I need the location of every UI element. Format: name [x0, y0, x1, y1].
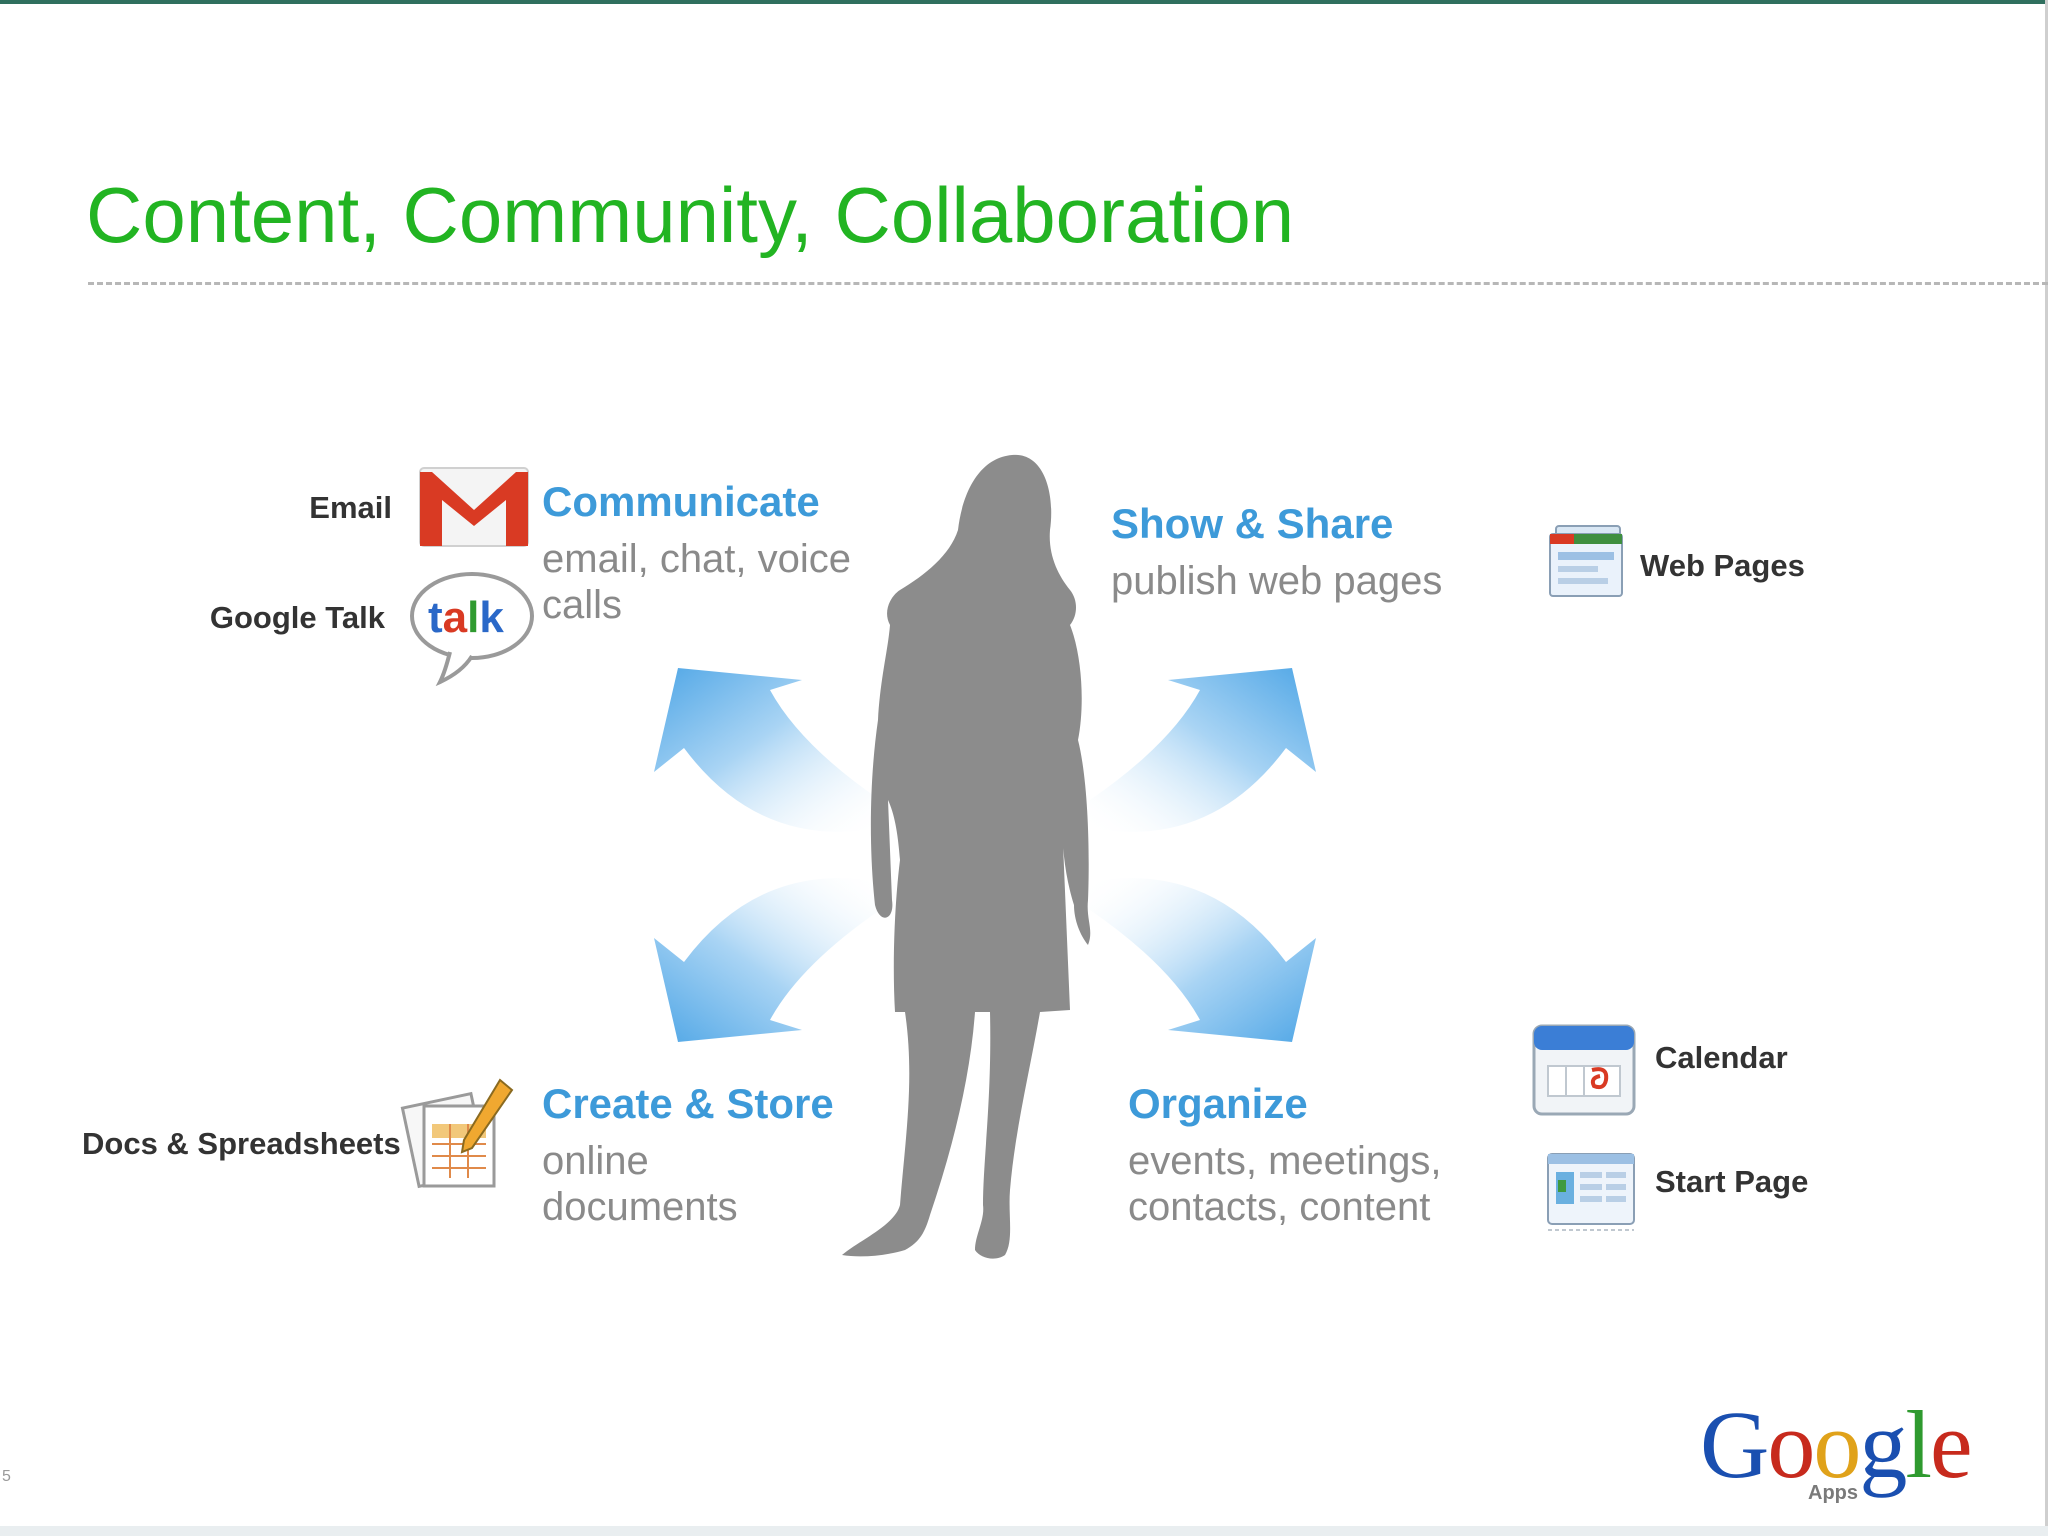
arrow-down-right: [1090, 878, 1316, 1042]
organize-heading: Organize: [1128, 1080, 1308, 1127]
google-apps-logo: Google: [1700, 1391, 1973, 1498]
docs-spreadsheets-icon: [400, 1078, 514, 1189]
organize-desc-line2: contacts, content: [1128, 1185, 1431, 1229]
communicate-heading: Communicate: [542, 478, 820, 525]
woman-silhouette-icon: [842, 454, 1091, 1259]
web-pages-label: Web Pages: [1640, 548, 1805, 583]
create-store-desc-line1: online: [542, 1139, 649, 1183]
arrow-up-right: [1090, 668, 1316, 832]
top-accent-bar: [0, 0, 2048, 4]
logo-letter-l: l: [1905, 1391, 1932, 1498]
slide-title: Content, Community, Collaboration: [86, 171, 1295, 259]
start-page-label: Start Page: [1655, 1164, 1809, 1199]
logo-letter-g2: g: [1859, 1391, 1907, 1498]
google-talk-icon: talk: [410, 572, 534, 687]
logo-letter-g: G: [1700, 1391, 1769, 1498]
logo-letter-o2: o: [1813, 1391, 1861, 1498]
right-edge-line: [2045, 0, 2048, 1536]
web-pages-icon: [1549, 525, 1623, 597]
bottom-edge-band: [0, 1526, 2048, 1536]
page-number: 5: [2, 1468, 11, 1485]
communicate-desc-line1: email, chat, voice: [542, 537, 852, 581]
organize-desc-line1: events, meetings,: [1128, 1139, 1442, 1183]
create-store-desc-line2: documents: [542, 1185, 738, 1229]
calendar-icon: [1532, 1024, 1636, 1116]
logo-letter-o1: o: [1767, 1391, 1815, 1498]
arrow-up-left: [654, 668, 880, 832]
gmail-icon: [419, 467, 529, 547]
start-page-icon: [1547, 1153, 1635, 1231]
google-talk-label: Google Talk: [209, 600, 385, 635]
communicate-desc-line2: calls: [542, 583, 623, 627]
show-share-desc-line1: publish web pages: [1111, 559, 1443, 603]
arrow-down-left: [654, 878, 880, 1042]
title-divider: [88, 282, 2048, 285]
calendar-label: Calendar: [1655, 1040, 1788, 1075]
docs-spreadsheets-label: Docs & Spreadsheets: [82, 1126, 401, 1161]
email-label: Email: [309, 490, 392, 525]
svg-text:talk: talk: [428, 593, 504, 642]
show-share-heading: Show & Share: [1111, 500, 1394, 547]
create-store-heading: Create & Store: [542, 1080, 834, 1127]
logo-subtitle: Apps: [1808, 1482, 1858, 1504]
logo-letter-e: e: [1930, 1391, 1973, 1498]
